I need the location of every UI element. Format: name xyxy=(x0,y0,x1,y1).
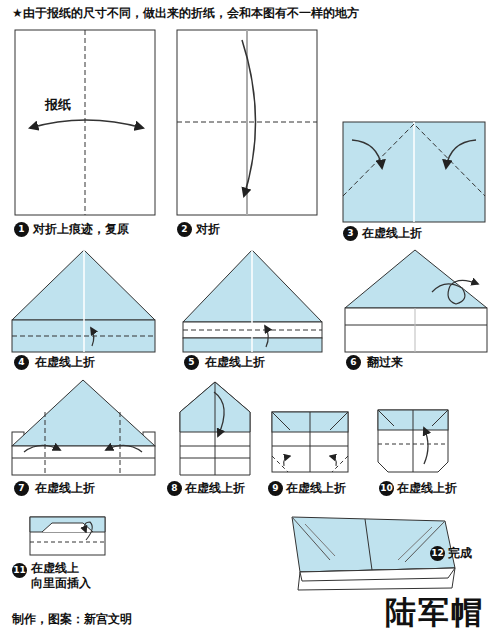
callout-number: 6 xyxy=(346,355,361,370)
step-caption: 翻过来 xyxy=(367,355,403,370)
callout-number: 2 xyxy=(177,222,192,237)
callout-number: 7 xyxy=(14,481,29,496)
callout-number: 9 xyxy=(268,481,283,496)
step-caption: 对折 xyxy=(196,222,220,237)
diagram-title: 陆军帽 xyxy=(385,592,484,634)
paper-label: 报纸 xyxy=(45,97,71,113)
step-caption: 在虚线上折 xyxy=(185,481,245,496)
callout-number: 5 xyxy=(184,355,199,370)
step-caption: 在虚线上折 xyxy=(35,355,95,370)
credit-text: 制作，图案：新宫文明 xyxy=(12,612,132,627)
step-caption: 在虚线上 向里面插入 xyxy=(31,561,93,591)
callout-number: 8 xyxy=(167,481,182,496)
step-caption: 完成 xyxy=(448,546,472,561)
callout-number: 3 xyxy=(343,226,358,241)
callout-number: 11 xyxy=(12,563,27,578)
step-caption: 在虚线上折 xyxy=(286,481,346,496)
callout-number: 4 xyxy=(14,355,29,370)
step-caption: 在虚线上折 xyxy=(397,481,457,496)
callout-number: 10 xyxy=(379,481,394,496)
note-text: ★由于报纸的尺寸不同，做出来的折纸，会和本图有不一样的地方 xyxy=(12,6,359,21)
callout-number: 1 xyxy=(14,222,29,237)
step-caption: 在虚线上折 xyxy=(362,226,422,241)
step-caption: 对折上痕迹，复原 xyxy=(33,222,129,237)
step-caption: 在虚线上折 xyxy=(205,355,265,370)
callout-number: 12 xyxy=(430,546,445,561)
step-caption: 在虚线上折 xyxy=(35,481,95,496)
